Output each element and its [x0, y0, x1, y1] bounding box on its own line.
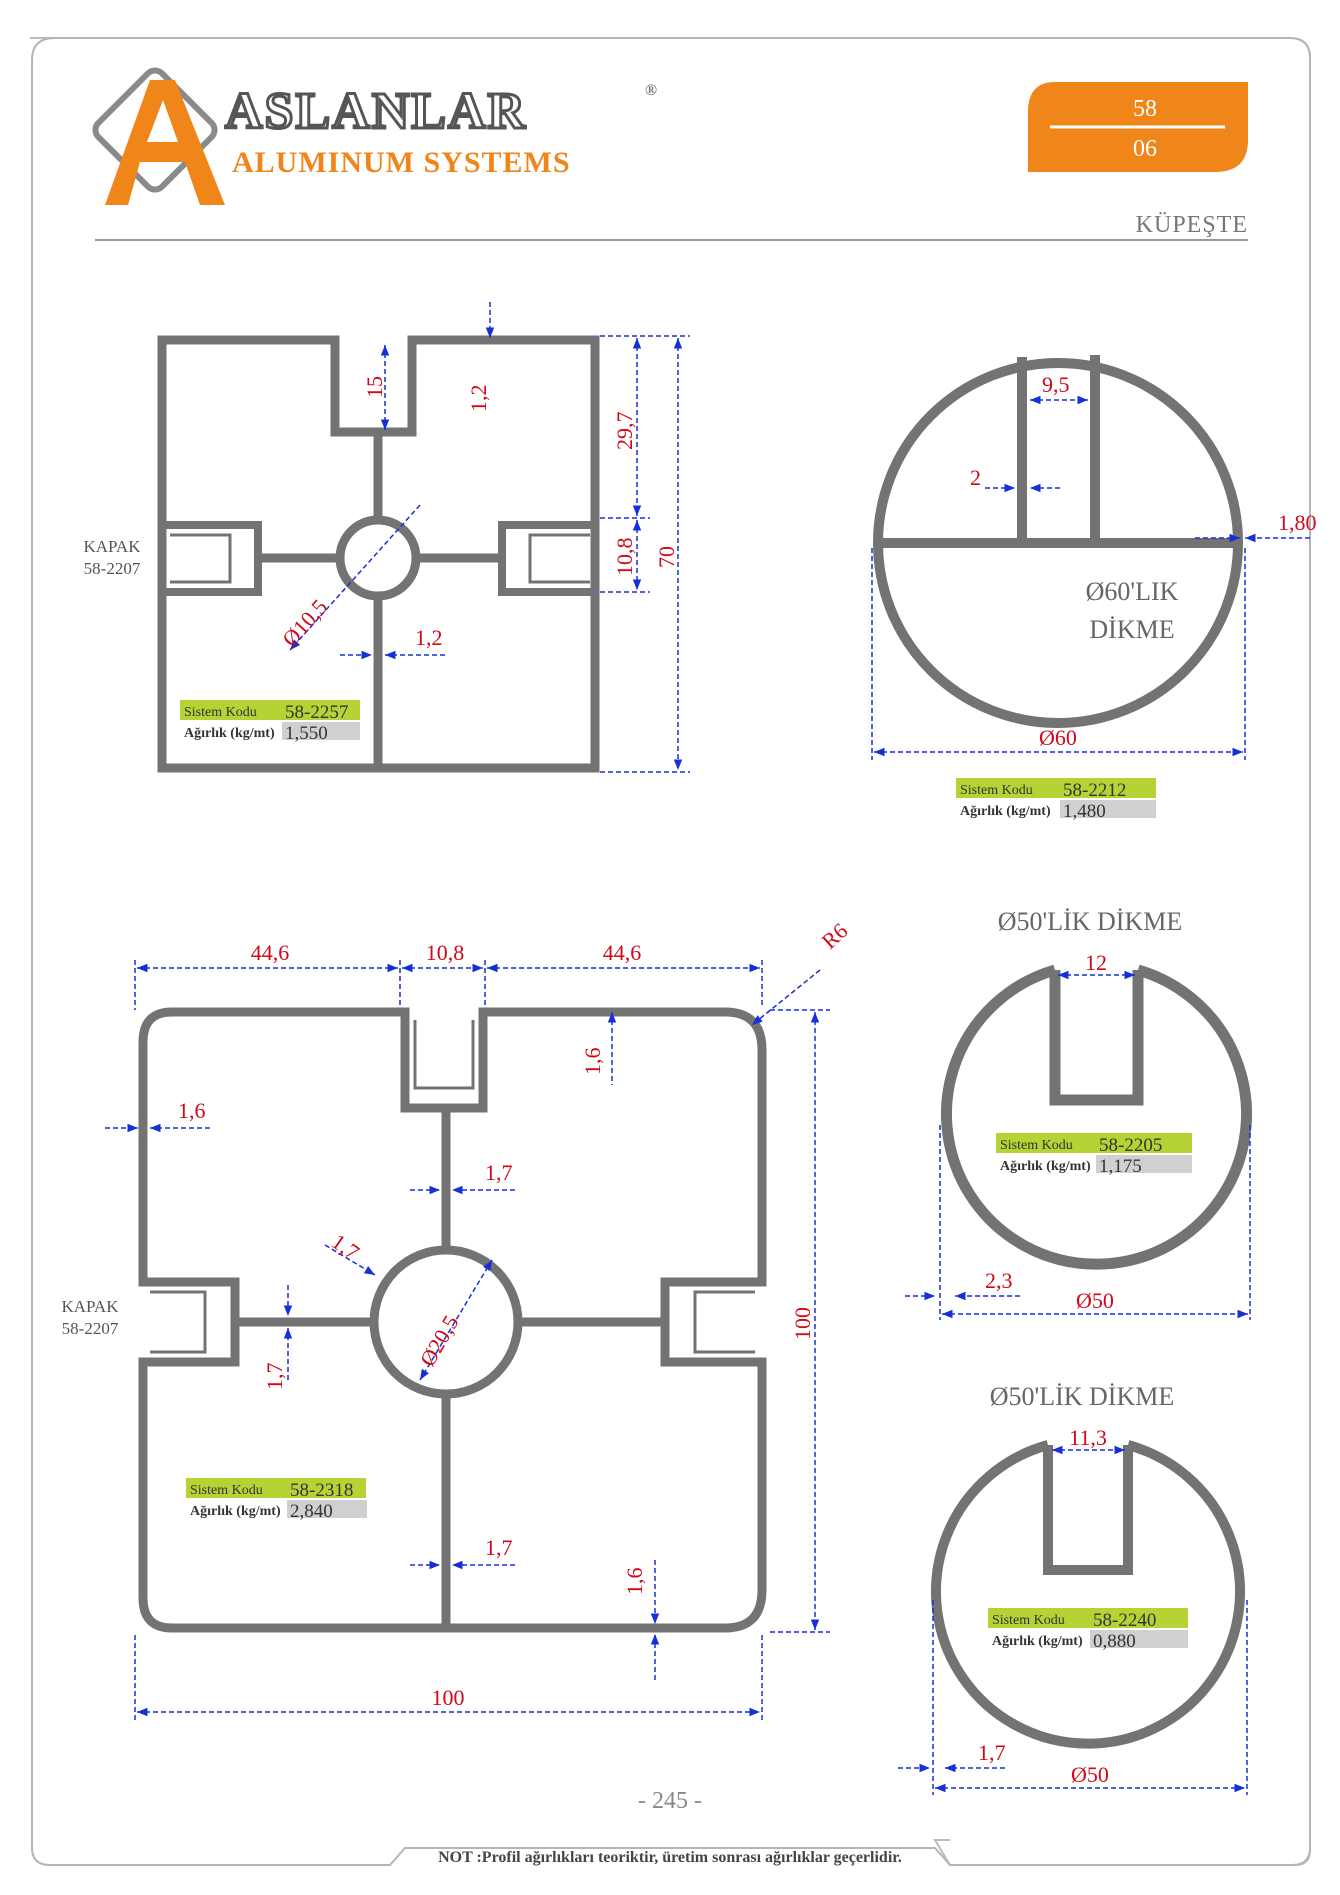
svg-text:Ağırlık (kg/mt): Ağırlık (kg/mt): [960, 804, 1051, 819]
brand-logo: [92, 67, 225, 205]
p3-dim-ring: 1,7: [327, 1229, 364, 1265]
svg-text:Ağırlık (kg/mt): Ağırlık (kg/mt): [992, 1634, 1083, 1649]
svg-text:Ağırlık (kg/mt): Ağırlık (kg/mt): [1000, 1159, 1091, 1174]
p3-dim-total-w: 100: [432, 1685, 465, 1710]
profile-58-2318: [138, 1007, 767, 1633]
p3-dim-w1: 44,6: [251, 940, 290, 965]
svg-text:0,880: 0,880: [1093, 1631, 1136, 1652]
svg-text:1,480: 1,480: [1063, 801, 1106, 822]
p5-code-table: Sistem Kodu 58-2240 Ağırlık (kg/mt) 0,88…: [988, 1608, 1188, 1652]
svg-text:1,550: 1,550: [285, 723, 328, 744]
profile-58-2212: [873, 355, 1243, 728]
profile-58-2205: [941, 964, 1252, 1270]
p5-title: Ø50'LİK DİKME: [990, 1382, 1175, 1411]
p1-dim-hole: Ø10,5: [277, 594, 332, 651]
svg-text:Sistem Kodu: Sistem Kodu: [190, 1483, 263, 1498]
svg-text:1,175: 1,175: [1099, 1156, 1142, 1177]
svg-text:58-2257: 58-2257: [285, 702, 348, 723]
p2-code-table: Sistem Kodu 58-2212 Ağırlık (kg/mt) 1,48…: [956, 778, 1156, 822]
p1-dim-total: 70: [654, 546, 679, 568]
p4-dim-slot: 12: [1085, 950, 1107, 975]
page-frame-outline: [31, 37, 1311, 1866]
p3-dim-radius: R6: [817, 918, 853, 954]
p3-dim-w3: 44,6: [603, 940, 642, 965]
p4-title: Ø50'LİK DİKME: [998, 907, 1183, 936]
p1-dim-slot: 15: [362, 376, 387, 398]
registered-mark: ®: [645, 82, 657, 99]
p3-dim-hole: Ø20,5: [415, 1311, 464, 1371]
p1-dim-d1: 29,7: [612, 412, 637, 451]
p4-dim-wall: 2,3: [985, 1268, 1013, 1293]
p5-dim-wall: 1,7: [978, 1740, 1006, 1765]
brand-name: ASLANLAR: [225, 83, 527, 140]
p1-dim-d2: 10,8: [612, 538, 637, 577]
p3-dim-top-wall: 1,6: [580, 1048, 605, 1076]
p5-dim-slot: 11,3: [1069, 1425, 1107, 1450]
p3-code-table: Sistem Kodu 58-2318 Ağırlık (kg/mt) 2,84…: [186, 1478, 367, 1522]
svg-text:58-2205: 58-2205: [1099, 1135, 1162, 1156]
p4-dim-diameter: Ø50: [1076, 1288, 1114, 1313]
badge-bottom: 06: [1133, 136, 1157, 162]
svg-text:Sistem Kodu: Sistem Kodu: [184, 705, 257, 720]
svg-text:58-2318: 58-2318: [290, 1480, 353, 1501]
p2-title-2: DİKME: [1089, 615, 1174, 644]
footer-note: NOT :Profil ağırlıkları teoriktir, üreti…: [438, 1849, 902, 1866]
p3-dim-inner-2: 1,7: [485, 1535, 513, 1560]
p3-dim-total-h: 100: [790, 1307, 815, 1340]
p3-dim-bottom-wall: 1,6: [622, 1568, 647, 1596]
p3-cover-label: KAPAK: [61, 1297, 119, 1316]
svg-text:Ağırlık (kg/mt): Ağırlık (kg/mt): [190, 1504, 281, 1519]
svg-text:2,840: 2,840: [290, 1501, 333, 1522]
p1-dim-wall2: 1,2: [415, 625, 443, 650]
p2-dim-slot: 9,5: [1042, 372, 1070, 397]
p3-cover-code: 58-2207: [62, 1319, 119, 1338]
brand-subtitle: ALUMINUM SYSTEMS: [232, 146, 571, 179]
p1-dim-wall: 1,2: [466, 385, 491, 413]
p2-dim-edge: 1,80: [1278, 510, 1317, 535]
svg-text:Sistem Kodu: Sistem Kodu: [960, 783, 1033, 798]
profile-58-2257: [157, 335, 600, 773]
p4-code-table: Sistem Kodu 58-2205 Ağırlık (kg/mt) 1,17…: [996, 1133, 1192, 1177]
p2-title-1: Ø60'LIK: [1086, 577, 1179, 606]
page-frame: [29, 37, 1311, 1866]
p2-dim-wall: 2: [970, 465, 981, 490]
p3-dim-inner-1: 1,7: [485, 1160, 513, 1185]
p3-dim-left-wall: 1,6: [178, 1098, 206, 1123]
svg-text:58-2240: 58-2240: [1093, 1610, 1156, 1631]
badge-top: 58: [1133, 96, 1157, 122]
p2-dim-diameter: Ø60: [1039, 725, 1077, 750]
p1-cover-code: 58-2207: [84, 559, 141, 578]
profile-58-2240: [931, 1440, 1245, 1749]
page-number: - 245 -: [638, 1788, 702, 1814]
p1-cover-label: KAPAK: [83, 537, 141, 556]
p3-dim-w2: 10,8: [426, 940, 465, 965]
p3-dim-side: 1,7: [262, 1363, 287, 1391]
svg-text:Ağırlık (kg/mt): Ağırlık (kg/mt): [184, 726, 275, 741]
svg-text:Sistem Kodu: Sistem Kodu: [1000, 1138, 1073, 1153]
p5-dim-diameter: Ø50: [1071, 1762, 1109, 1787]
svg-text:Sistem Kodu: Sistem Kodu: [992, 1613, 1065, 1628]
section-title: KÜPEŞTE: [1136, 212, 1248, 238]
p1-code-table: Sistem Kodu 58-2257 Ağırlık (kg/mt) 1,55…: [180, 700, 360, 744]
svg-text:58-2212: 58-2212: [1063, 780, 1126, 801]
